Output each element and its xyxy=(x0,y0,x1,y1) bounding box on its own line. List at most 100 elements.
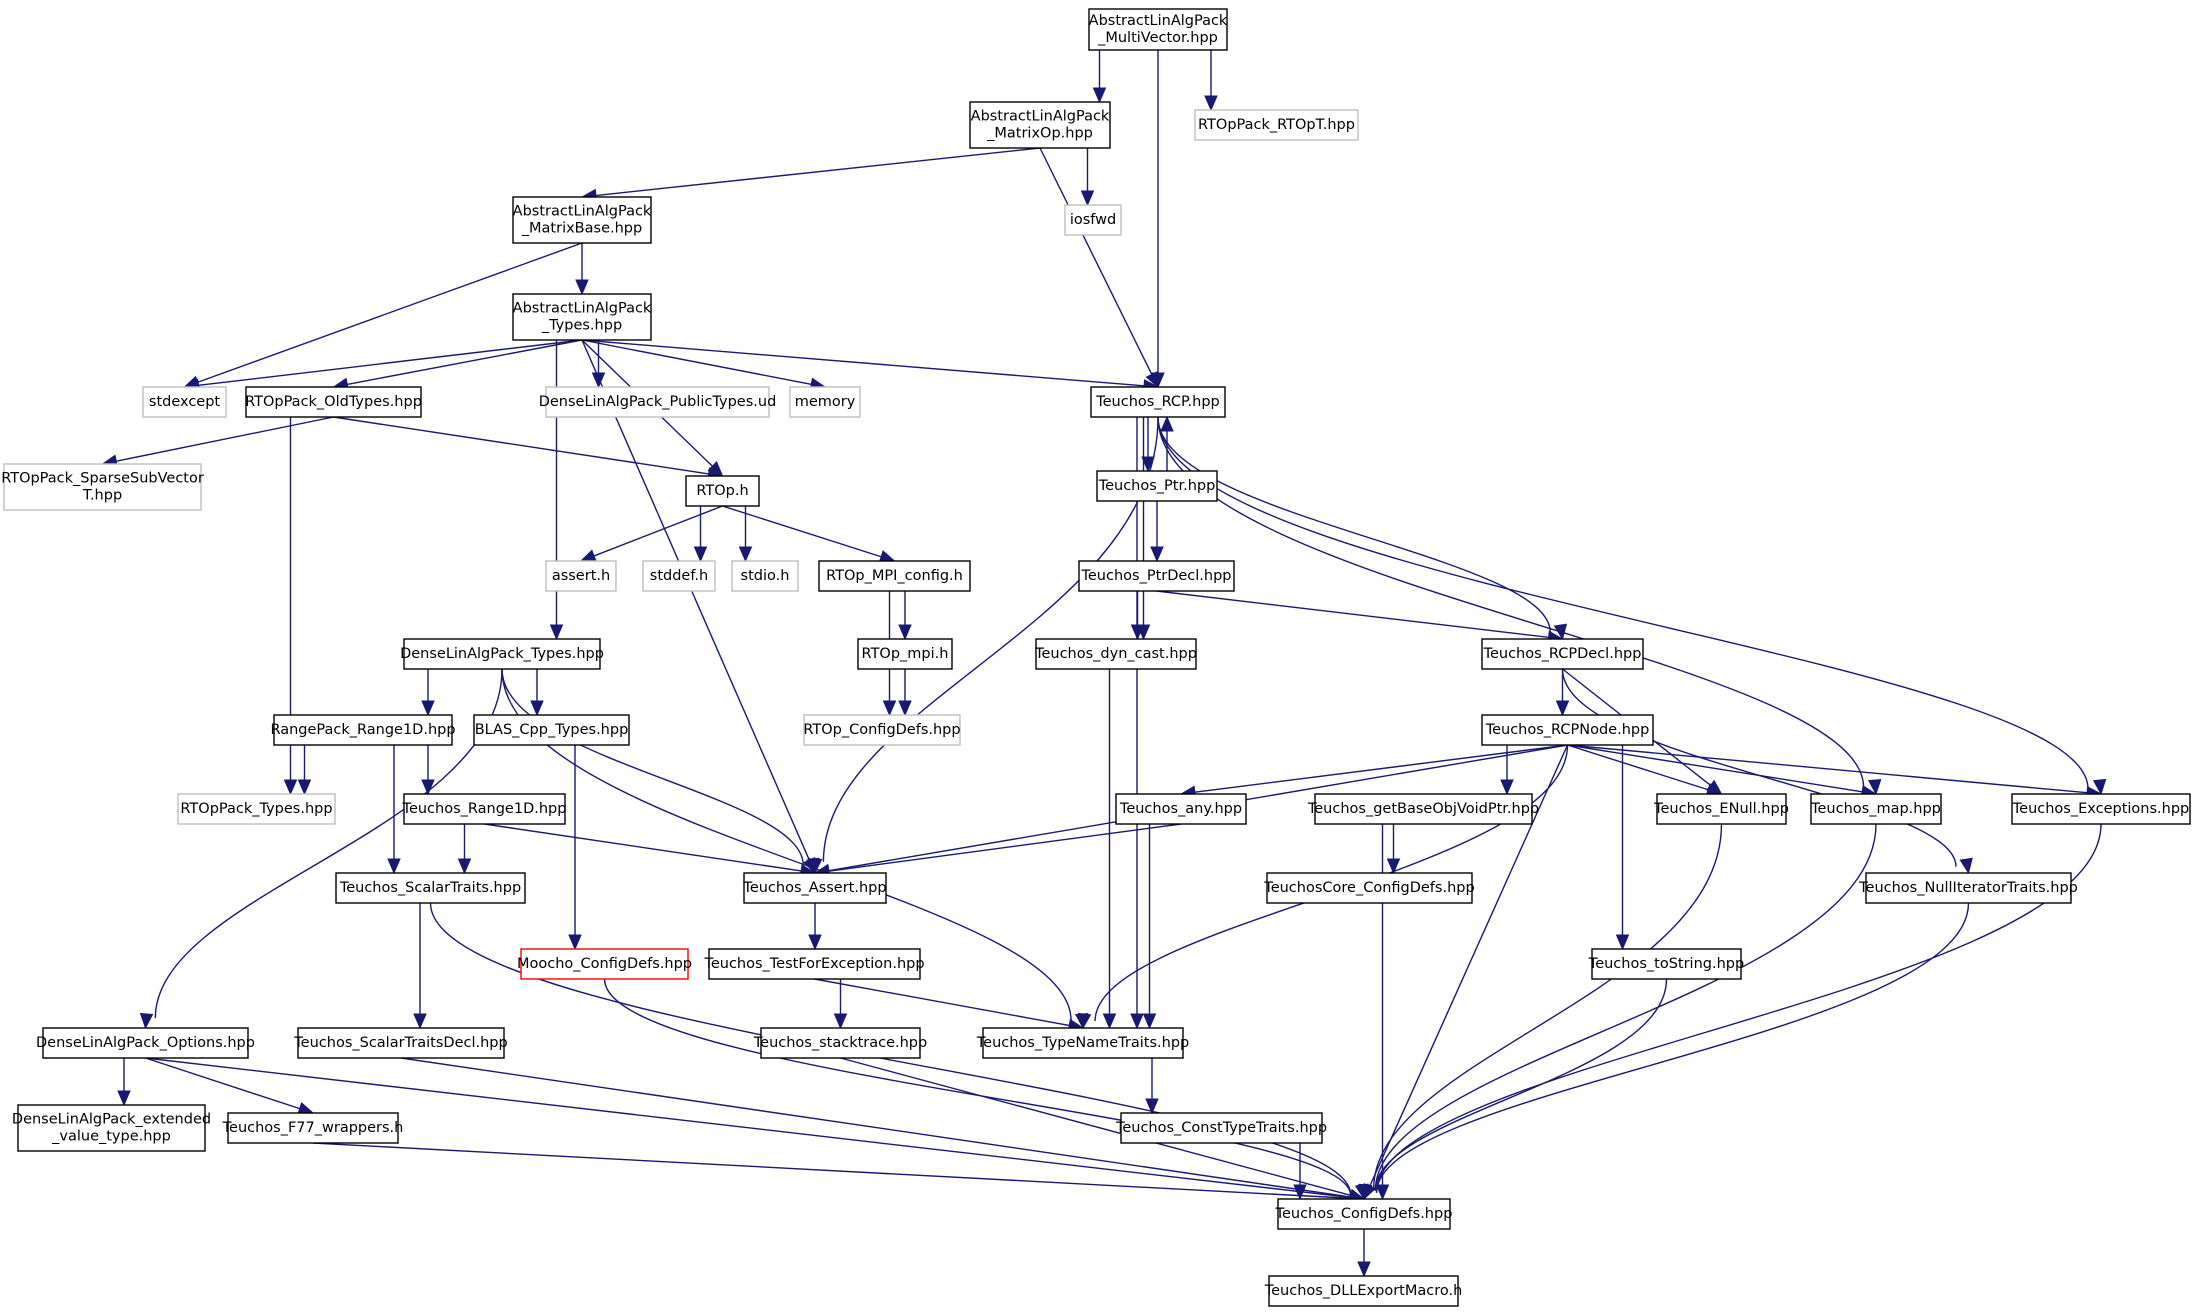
node-teuchos_rcpnode[interactable]: Teuchos_RCPNode.hpp xyxy=(1481,714,1654,746)
node-box-teuchos_map[interactable] xyxy=(1810,793,1942,825)
node-box-teuchos_configdefs[interactable] xyxy=(1277,1198,1451,1230)
node-box-teuchos_stacktrace[interactable] xyxy=(760,1027,921,1059)
node-rtop_mpi_config[interactable]: RTOp_MPI_config.h xyxy=(818,560,971,592)
node-box-rtop_configdefs[interactable] xyxy=(803,714,961,746)
node-teuchos_nulliteratortraits[interactable]: Teuchos_NullIteratorTraits.hpp xyxy=(1858,872,2078,904)
node-box-teuchoscore_configdefs[interactable] xyxy=(1266,872,1473,904)
node-teuchos_range1d[interactable]: Teuchos_Range1D.hpp xyxy=(402,793,567,825)
node-box-assert_h[interactable] xyxy=(545,560,617,592)
node-box-teuchos_dllexport[interactable] xyxy=(1268,1275,1459,1307)
node-box-iosfwd[interactable] xyxy=(1064,204,1122,236)
node-rtop_mpi[interactable]: RTOp_mpi.h xyxy=(857,638,953,670)
node-box-alp_matrixbase[interactable] xyxy=(512,196,652,244)
node-teuchos_exceptions[interactable]: Teuchos_Exceptions.hpp xyxy=(2011,793,2191,825)
node-box-teuchos_scalartraitsdecl[interactable] xyxy=(297,1027,505,1059)
node-box-teuchos_range1d[interactable] xyxy=(403,793,566,825)
node-box-teuchos_exceptions[interactable] xyxy=(2011,793,2191,825)
node-box-teuchos_testforexception[interactable] xyxy=(708,948,921,980)
node-teuchos_stacktrace[interactable]: Teuchos_stacktrace.hpp xyxy=(753,1027,927,1059)
node-box-teuchos_scalartraits[interactable] xyxy=(335,872,526,904)
node-rangepack_range1d[interactable]: RangePack_Range1D.hpp xyxy=(270,714,456,746)
node-alp_multivector[interactable]: AbstractLinAlgPack_MultiVector.hpp xyxy=(1088,8,1228,51)
node-box-teuchos_rcpnode[interactable] xyxy=(1481,714,1654,746)
node-box-teuchos_f77[interactable] xyxy=(227,1112,399,1144)
node-box-teuchos_rcpdecl[interactable] xyxy=(1481,638,1644,670)
node-teuchos_getbaseobjvoidptr[interactable]: Teuchos_getBaseObjVoidPtr.hpp xyxy=(1307,793,1539,825)
node-box-rtoppack_types[interactable] xyxy=(177,793,336,825)
node-box-teuchos_any[interactable] xyxy=(1115,793,1247,825)
node-assert_h[interactable]: assert.h xyxy=(545,560,617,592)
node-box-teuchos_assert[interactable] xyxy=(743,872,887,904)
node-teuchos_dyn_cast[interactable]: Teuchos_dyn_cast.hpp xyxy=(1034,638,1197,670)
node-teuchos_ptrdecl[interactable]: Teuchos_PtrDecl.hpp xyxy=(1078,560,1235,592)
node-dlap_types[interactable]: DenseLinAlgPack_Types.hpp xyxy=(400,638,604,670)
node-box-stdio_h[interactable] xyxy=(731,560,799,592)
node-box-rtoppack_rtopt[interactable] xyxy=(1194,109,1359,141)
node-teuchos_dllexport[interactable]: Teuchos_DLLExportMacro.h xyxy=(1264,1275,1463,1307)
node-teuchos_tostring[interactable]: Teuchos_toString.hpp xyxy=(1588,948,1744,980)
node-box-rtop_mpi[interactable] xyxy=(857,638,953,670)
node-box-alp_matrixop[interactable] xyxy=(969,101,1111,149)
node-box-stdexcept[interactable] xyxy=(142,386,227,418)
node-teuchos_rcp[interactable]: Teuchos_RCP.hpp xyxy=(1090,386,1226,418)
node-stdio_h[interactable]: stdio.h xyxy=(731,560,799,592)
node-box-teuchos_nulliteratortraits[interactable] xyxy=(1865,872,2072,904)
node-box-teuchos_rcp[interactable] xyxy=(1090,386,1226,418)
node-moocho_configdefs[interactable]: Moocho_ConfigDefs.hpp xyxy=(517,948,692,980)
node-rtop_h[interactable]: RTOp.h xyxy=(685,475,760,507)
node-box-blas_cpp_types[interactable] xyxy=(473,714,630,746)
node-box-memory[interactable] xyxy=(789,386,861,418)
node-box-rtoppack_oldtypes[interactable] xyxy=(245,386,422,418)
node-teuchos_scalartraitsdecl[interactable]: Teuchos_ScalarTraitsDecl.hpp xyxy=(293,1027,508,1059)
node-blas_cpp_types[interactable]: BLAS_Cpp_Types.hpp xyxy=(473,714,630,746)
node-box-stddef_h[interactable] xyxy=(642,560,716,592)
node-teuchos_testforexception[interactable]: Teuchos_TestForException.hpp xyxy=(703,948,925,980)
node-box-teuchos_getbaseobjvoidptr[interactable] xyxy=(1314,793,1533,825)
node-box-teuchos_dyn_cast[interactable] xyxy=(1035,638,1197,670)
node-box-teuchos_enull[interactable] xyxy=(1656,793,1787,825)
node-box-rtoppack_sparse[interactable] xyxy=(3,463,202,511)
node-teuchos_consttypetraits[interactable]: Teuchos_ConstTypeTraits.hpp xyxy=(1115,1112,1327,1144)
node-rtoppack_rtopt[interactable]: RTOpPack_RTOpT.hpp xyxy=(1194,109,1359,141)
node-box-teuchos_ptr[interactable] xyxy=(1096,470,1218,502)
node-box-teuchos_typenametraits[interactable] xyxy=(982,1027,1184,1059)
node-box-dlap_types[interactable] xyxy=(403,638,601,670)
node-box-rangepack_range1d[interactable] xyxy=(273,714,453,746)
node-box-dlap_extended[interactable] xyxy=(17,1104,206,1152)
node-teuchos_enull[interactable]: Teuchos_ENull.hpp xyxy=(1653,793,1789,825)
node-box-rtop_mpi_config[interactable] xyxy=(818,560,971,592)
node-teuchos_f77[interactable]: Teuchos_F77_wrappers.h xyxy=(222,1112,404,1144)
node-rtoppack_types[interactable]: RTOpPack_Types.hpp xyxy=(177,793,336,825)
node-box-rtop_h[interactable] xyxy=(685,475,760,507)
node-teuchos_configdefs[interactable]: Teuchos_ConfigDefs.hpp xyxy=(1275,1198,1453,1230)
node-teuchos_any[interactable]: Teuchos_any.hpp xyxy=(1115,793,1247,825)
node-dlap_extended[interactable]: DenseLinAlgPack_extended_value_type.hpp xyxy=(12,1104,211,1152)
node-teuchos_typenametraits[interactable]: Teuchos_TypeNameTraits.hpp xyxy=(976,1027,1189,1059)
node-box-teuchos_tostring[interactable] xyxy=(1591,948,1742,980)
node-box-teuchos_ptrdecl[interactable] xyxy=(1078,560,1235,592)
node-dlap_options[interactable]: DenseLinAlgPack_Options.hpp xyxy=(36,1027,255,1059)
node-rtop_configdefs[interactable]: RTOp_ConfigDefs.hpp xyxy=(803,714,961,746)
node-stdexcept[interactable]: stdexcept xyxy=(142,386,227,418)
node-box-dlap_options[interactable] xyxy=(42,1027,249,1059)
node-teuchos_scalartraits[interactable]: Teuchos_ScalarTraits.hpp xyxy=(335,872,526,904)
node-iosfwd[interactable]: iosfwd xyxy=(1064,204,1122,236)
node-rtoppack_oldtypes[interactable]: RTOpPack_OldTypes.hpp xyxy=(245,386,422,418)
node-alp_types[interactable]: AbstractLinAlgPack_Types.hpp xyxy=(512,293,652,341)
node-box-moocho_configdefs[interactable] xyxy=(520,948,689,980)
node-box-teuchos_consttypetraits[interactable] xyxy=(1120,1112,1323,1144)
node-teuchoscore_configdefs[interactable]: TeuchosCore_ConfigDefs.hpp xyxy=(1263,872,1475,904)
node-alp_matrixbase[interactable]: AbstractLinAlgPack_MatrixBase.hpp xyxy=(512,196,652,244)
node-teuchos_map[interactable]: Teuchos_map.hpp xyxy=(1810,793,1942,825)
node-memory[interactable]: memory xyxy=(789,386,861,418)
node-teuchos_rcpdecl[interactable]: Teuchos_RCPDecl.hpp xyxy=(1481,638,1644,670)
node-alp_matrixop[interactable]: AbstractLinAlgPack_MatrixOp.hpp xyxy=(969,101,1111,149)
node-teuchos_ptr[interactable]: Teuchos_Ptr.hpp xyxy=(1096,470,1218,502)
node-dlap_publictypes[interactable]: DenseLinAlgPack_PublicTypes.ud xyxy=(539,386,777,418)
node-box-alp_multivector[interactable] xyxy=(1088,8,1228,51)
node-stddef_h[interactable]: stddef.h xyxy=(642,560,716,592)
node-box-dlap_publictypes[interactable] xyxy=(545,386,770,418)
node-teuchos_assert[interactable]: Teuchos_Assert.hpp xyxy=(742,872,887,904)
node-box-alp_types[interactable] xyxy=(512,293,652,341)
